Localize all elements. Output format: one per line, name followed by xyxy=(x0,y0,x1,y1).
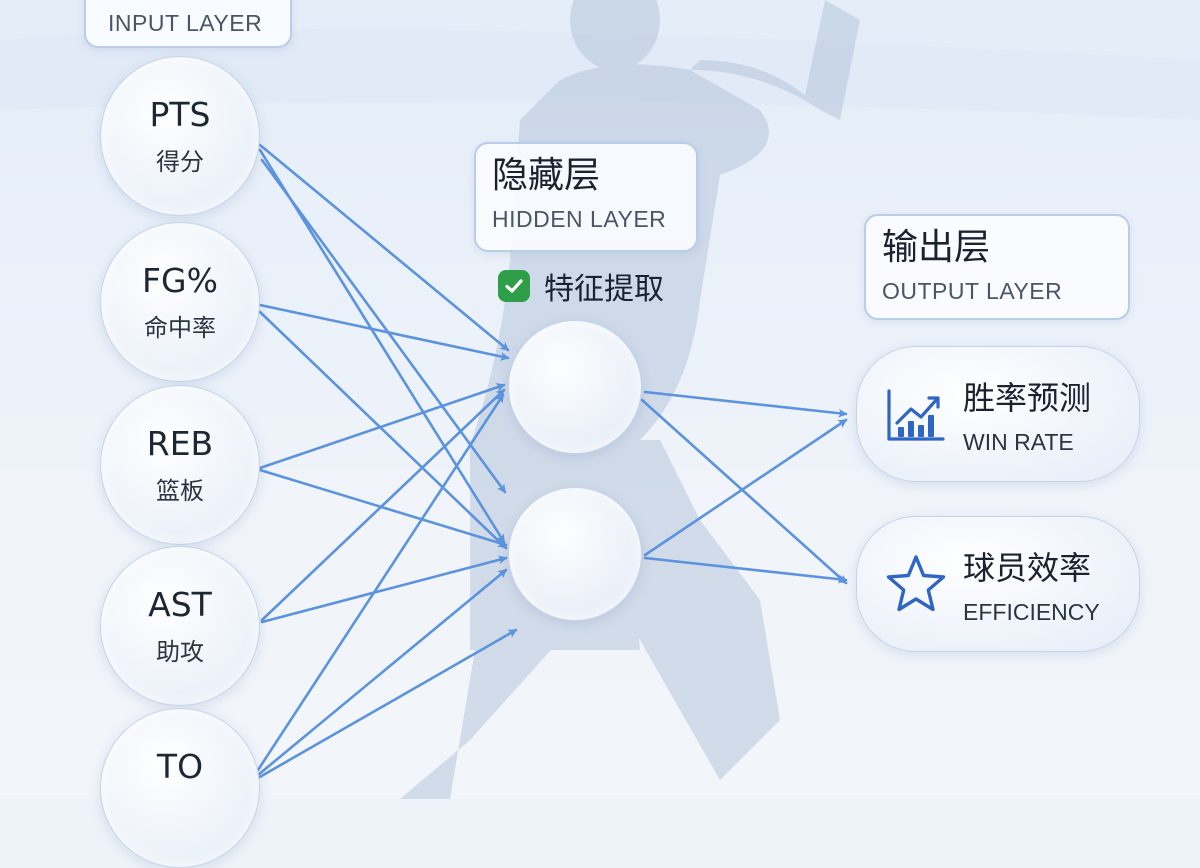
edge-to-h2b xyxy=(256,628,518,780)
edge-h2-o1 xyxy=(643,418,848,557)
node-abbr: PTS xyxy=(149,95,211,134)
input-node-ast: AST 助攻 xyxy=(100,546,260,706)
edge-reb-h2 xyxy=(258,468,508,548)
hidden-layer-title: 隐藏层 xyxy=(492,155,601,196)
star-icon xyxy=(886,555,946,612)
feature-extraction-badge: 特征提取 xyxy=(498,264,664,308)
output-node-title: 胜率预测 xyxy=(963,378,1092,417)
connection-arrows xyxy=(256,143,848,780)
badge-text: 特征提取 xyxy=(544,272,664,307)
edge-ast-h2 xyxy=(260,555,508,624)
edge-pts-h2 xyxy=(258,148,506,544)
edge-pts-h2b xyxy=(260,158,507,494)
node-label: 篮板 xyxy=(156,477,204,505)
input-node-reb: REB 篮板 xyxy=(100,385,260,545)
output-node-subtitle: EFFICIENCY xyxy=(963,598,1100,625)
output-layer-title: 输出层 xyxy=(882,227,991,268)
edge-fg-h2 xyxy=(258,310,508,550)
node-abbr: REB xyxy=(146,424,214,463)
hidden-layer-label: 隐藏层 HIDDEN LAYER xyxy=(474,142,698,252)
bar-chart-icon xyxy=(887,389,945,441)
input-node-to: TO xyxy=(100,708,260,868)
edge-reb-h1 xyxy=(258,383,506,470)
edge-to-h1 xyxy=(256,393,505,772)
edge-h2-o2 xyxy=(643,556,848,584)
input-layer-title: INPUT LAYER xyxy=(108,10,263,36)
output-node-efficiency: 球员效率 EFFICIENCY xyxy=(856,516,1140,652)
input-node-fg: FG% 命中率 xyxy=(100,222,260,382)
node-abbr: FG% xyxy=(142,261,218,300)
check-icon xyxy=(498,270,530,302)
edge-ast-h1 xyxy=(260,388,506,622)
output-node-win-rate: 胜率预测 WIN RATE xyxy=(856,346,1140,482)
hidden-layer-subtitle: HIDDEN LAYER xyxy=(492,205,667,232)
hidden-node-1 xyxy=(508,320,642,454)
output-layer-label: 输出层 OUTPUT LAYER xyxy=(864,214,1130,320)
node-abbr: TO xyxy=(156,747,204,786)
input-node-pts: PTS 得分 xyxy=(100,56,260,216)
node-abbr: AST xyxy=(148,585,212,624)
hidden-node-2 xyxy=(508,487,642,621)
input-layer-label: INPUT LAYER xyxy=(84,0,292,48)
output-node-title: 球员效率 xyxy=(963,548,1092,587)
edge-fg-h1 xyxy=(258,303,510,361)
node-label: 助攻 xyxy=(156,638,204,666)
node-label: 命中率 xyxy=(144,314,216,342)
output-layer-subtitle: OUTPUT LAYER xyxy=(882,277,1063,304)
edge-h1-o2 xyxy=(640,398,848,585)
edge-to-h2 xyxy=(256,568,508,777)
output-node-subtitle: WIN RATE xyxy=(963,428,1074,455)
node-label: 得分 xyxy=(156,148,204,176)
edge-h1-o1 xyxy=(643,390,848,418)
edge-pts-h1 xyxy=(258,143,510,352)
